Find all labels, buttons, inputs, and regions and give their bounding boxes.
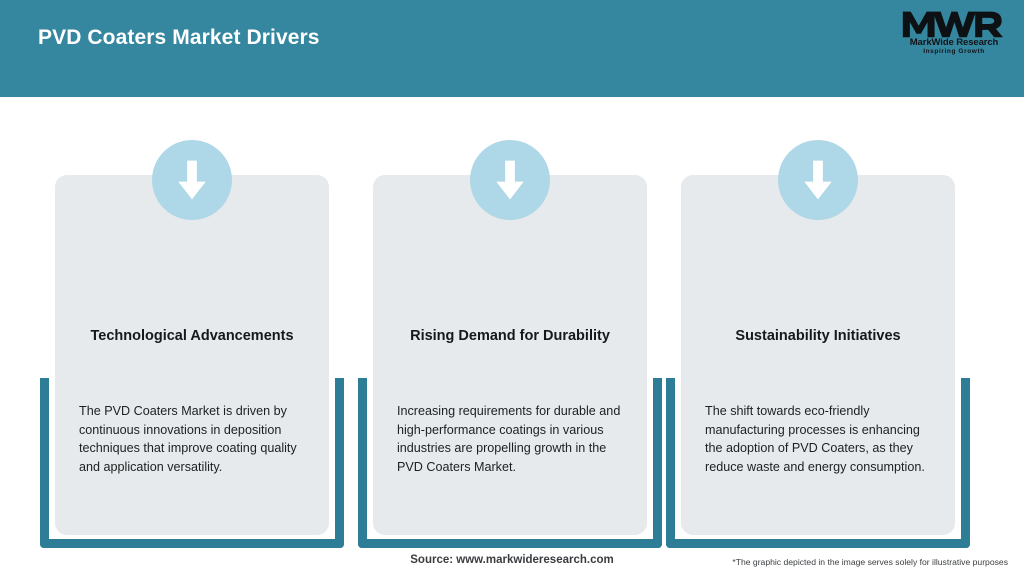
mwr-monogram-icon bbox=[898, 9, 1010, 39]
driver-card-1: Technological Advancements The PVD Coate… bbox=[40, 97, 344, 548]
card-accent-bracket bbox=[358, 378, 662, 548]
arrow-down-icon bbox=[152, 140, 232, 220]
card-panel: Technological Advancements The PVD Coate… bbox=[55, 175, 329, 535]
card-description: The shift towards eco-friendly manufactu… bbox=[705, 404, 925, 474]
card-panel: Rising Demand for Durability Increasing … bbox=[373, 175, 647, 535]
source-label: Source: www.markwideresearch.com bbox=[410, 554, 614, 566]
page-header: PVD Coaters Market Drivers MarkWide Rese… bbox=[0, 0, 1024, 97]
logo-company-name: MarkWide Research bbox=[909, 37, 999, 48]
arrow-down-icon bbox=[778, 140, 858, 220]
page-title: PVD Coaters Market Drivers bbox=[38, 26, 320, 49]
card-title: Technological Advancements bbox=[90, 328, 294, 344]
disclaimer-label: *The graphic depicted in the image serve… bbox=[732, 557, 1008, 567]
card-title: Rising Demand for Durability bbox=[410, 328, 610, 344]
drivers-card-row: Technological Advancements The PVD Coate… bbox=[0, 97, 1024, 548]
driver-card-2: Rising Demand for Durability Increasing … bbox=[358, 97, 662, 548]
driver-card-3: Sustainability Initiatives The shift tow… bbox=[666, 97, 970, 548]
logo-tagline: Inspiring Growth bbox=[923, 48, 985, 55]
card-description: The PVD Coaters Market is driven by cont… bbox=[79, 404, 297, 474]
card-panel: Sustainability Initiatives The shift tow… bbox=[681, 175, 955, 535]
markwide-research-logo: MarkWide Research Inspiring Growth bbox=[898, 9, 1010, 61]
card-accent-bracket bbox=[40, 378, 344, 548]
card-title: Sustainability Initiatives bbox=[735, 328, 901, 344]
arrow-down-icon bbox=[470, 140, 550, 220]
card-description: Increasing requirements for durable and … bbox=[397, 404, 621, 474]
card-accent-bracket bbox=[666, 378, 970, 548]
